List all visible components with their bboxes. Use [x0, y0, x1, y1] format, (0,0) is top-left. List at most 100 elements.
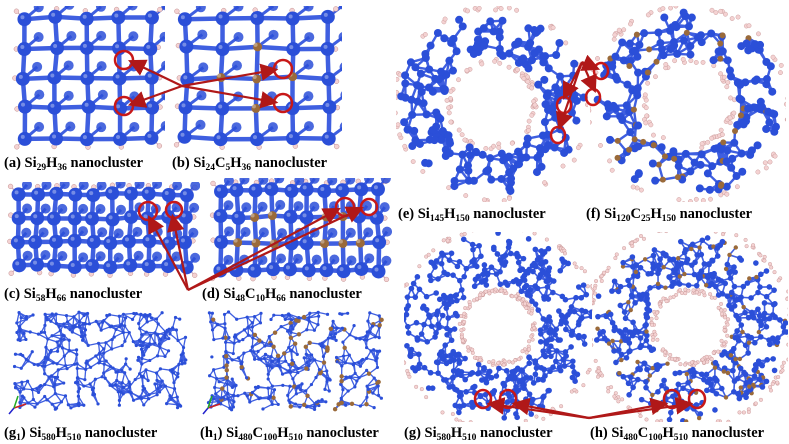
silicon-atom	[309, 178, 320, 184]
bond	[211, 329, 215, 340]
silicon-atom	[96, 402, 100, 406]
silicon-atom	[36, 363, 40, 367]
hydrogen-atom	[580, 63, 586, 69]
silicon-atom	[362, 338, 367, 342]
silicon-atom	[62, 354, 66, 358]
atom-highlight	[31, 238, 36, 243]
bond	[14, 383, 25, 390]
silicon-atom	[450, 177, 459, 186]
silicon-atom	[445, 149, 454, 158]
silicon-atom	[31, 313, 35, 317]
silicon-atom	[132, 311, 136, 316]
silicon-atom	[67, 211, 82, 226]
silicon-atom	[78, 226, 89, 237]
silicon-atom	[723, 56, 732, 65]
silicon-atom	[142, 403, 146, 407]
silicon-atom	[341, 388, 345, 392]
silicon-atom	[606, 135, 615, 144]
silicon-atom	[561, 133, 570, 142]
bond	[38, 333, 49, 340]
atom-highlight	[116, 104, 121, 109]
silicon-atom	[660, 13, 669, 22]
silicon-atom	[753, 141, 762, 150]
silicon-atom	[705, 185, 714, 194]
silicon-atom	[144, 368, 148, 372]
silicon-atom	[536, 24, 545, 33]
silicon-atom	[440, 34, 449, 43]
bond	[157, 323, 167, 333]
silicon-atom	[345, 178, 356, 185]
atom-highlight	[70, 214, 75, 219]
atom-highlight	[183, 75, 188, 80]
silicon-atom	[365, 345, 369, 350]
silicon-atom	[179, 39, 194, 54]
silicon-atom	[190, 182, 200, 191]
silicon-atom	[12, 258, 27, 273]
silicon-atom	[22, 331, 26, 335]
silicon-atom	[727, 72, 736, 81]
silicon-atom	[497, 149, 506, 158]
silicon-atom	[271, 359, 275, 363]
silicon-atom	[299, 182, 314, 197]
silicon-atom	[375, 349, 379, 353]
atom-highlight	[52, 134, 57, 139]
silicon-atom	[140, 356, 144, 361]
carbon-atom	[732, 128, 739, 135]
atom-highlight	[115, 44, 120, 49]
silicon-atom	[523, 134, 532, 143]
silicon-atom	[258, 227, 269, 238]
atom-highlight	[70, 263, 75, 268]
hydrogen-atom	[173, 142, 180, 148]
silicon-atom	[725, 66, 734, 75]
atom-highlight	[143, 214, 148, 219]
silicon-atom	[762, 75, 771, 84]
atom-highlight	[216, 211, 221, 216]
hydrogen-atom	[729, 16, 735, 21]
silicon-atom	[233, 32, 244, 43]
silicon-atom	[137, 338, 142, 342]
silicon-atom	[213, 208, 228, 223]
silicon-atom	[279, 325, 283, 329]
silicon-atom	[124, 362, 128, 366]
silicon-atom	[137, 321, 141, 326]
silicon-atom	[247, 263, 262, 278]
hydrogen-atom	[653, 74, 658, 80]
silicon-atom	[269, 317, 273, 322]
silicon-atom	[717, 145, 726, 154]
hydrogen-atom	[525, 79, 531, 85]
silicon-atom	[50, 312, 54, 316]
structure-svg	[590, 6, 786, 202]
hydrogen-atom	[174, 8, 180, 14]
silicon-atom	[331, 319, 335, 324]
silicon-atom	[88, 365, 93, 369]
silicon-atom	[68, 328, 72, 332]
silicon-atom	[180, 72, 195, 87]
silicon-atom	[213, 263, 228, 278]
silicon-atom	[608, 62, 617, 71]
silicon-atom	[602, 68, 611, 77]
silicon-atom	[128, 61, 139, 72]
silicon-atom	[113, 382, 118, 387]
silicon-atom	[426, 41, 435, 50]
silicon-atom	[18, 400, 22, 405]
hydrogen-atom	[13, 8, 20, 14]
hydrogen-atom	[668, 6, 674, 11]
silicon-atom	[161, 209, 176, 224]
silicon-atom	[50, 334, 54, 338]
bond	[366, 377, 375, 387]
silicon-atom	[43, 372, 47, 376]
carbon-atom	[304, 366, 309, 371]
silicon-atom	[369, 210, 384, 225]
bond	[51, 330, 61, 337]
silicon-atom	[287, 398, 291, 403]
silicon-atom	[611, 72, 620, 81]
silicon-atom	[272, 388, 277, 392]
silicon-atom	[242, 351, 246, 355]
silicon-atom	[340, 326, 344, 330]
silicon-atom	[179, 353, 183, 357]
silicon-atom	[167, 336, 171, 341]
atom-highlight	[250, 213, 255, 218]
silicon-atom	[113, 131, 128, 146]
silicon-atom	[380, 178, 391, 184]
silicon-atom	[346, 311, 350, 315]
